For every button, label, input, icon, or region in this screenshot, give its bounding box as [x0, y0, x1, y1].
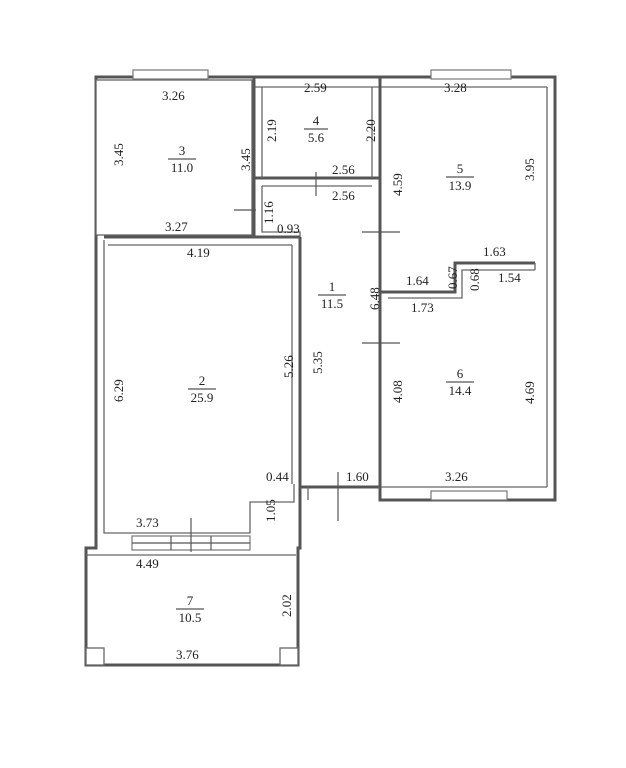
dim-label: 2.56	[332, 162, 355, 177]
dim-label: 1.16	[261, 201, 276, 224]
dim-label: 3.26	[162, 88, 185, 103]
room-area: 10.5	[179, 610, 202, 625]
dim-label: 1.05	[263, 499, 278, 522]
dim-label: 6.29	[111, 379, 126, 402]
window-room5	[430, 69, 512, 80]
dim-label: 3.45	[111, 143, 126, 166]
room-number: 5	[457, 161, 464, 176]
dim-label: 5.35	[310, 351, 325, 374]
dim-label: 2.56	[332, 188, 355, 203]
dim-label: 1.54	[498, 270, 521, 285]
dim-label: 2.02	[279, 594, 294, 617]
balcony-pier-right	[279, 647, 299, 666]
dim-label: 3.73	[136, 515, 159, 530]
window-room3	[132, 69, 209, 80]
dim-label: 0.68	[467, 268, 482, 291]
room-number: 1	[329, 279, 336, 294]
dim-label: 3.26	[445, 469, 468, 484]
room-number: 3	[179, 143, 186, 158]
dim-label: 6.48	[367, 287, 382, 310]
window-room6	[430, 490, 508, 501]
dim-label: 3.45	[238, 148, 253, 171]
dim-label: 2.20	[363, 119, 378, 142]
dim-label: 3.27	[165, 219, 188, 234]
dim-label: 4.49	[136, 556, 159, 571]
dim-label: 1.63	[483, 244, 506, 259]
dim-label: 1.64	[406, 273, 429, 288]
interior-walls	[95, 78, 536, 487]
dim-label: 4.69	[522, 381, 537, 404]
room-number: 6	[457, 366, 464, 381]
dim-label: 4.59	[390, 173, 405, 196]
room-number: 4	[313, 113, 320, 128]
dim-label: 4.19	[187, 245, 210, 260]
dim-label: 2.59	[304, 80, 327, 95]
dim-label: 0.44	[266, 469, 289, 484]
room-number: 2	[199, 373, 206, 388]
room-labels: 3 11.0 4 5.6 5 13.9 1 11.5 2 25.9 6 14.4…	[168, 113, 474, 625]
room-area: 25.9	[191, 390, 214, 405]
dim-label: 1.60	[346, 469, 369, 484]
room-number: 7	[187, 593, 194, 608]
room-area: 11.0	[171, 160, 193, 175]
dim-label: 3.95	[522, 158, 537, 181]
balcony-pier-left	[85, 647, 105, 666]
dim-label: 5.26	[281, 355, 296, 378]
dim-label: 0.93	[277, 221, 300, 236]
dim-label: 1.73	[411, 300, 434, 315]
dim-label: 2.19	[264, 119, 279, 142]
room-area: 11.5	[321, 296, 343, 311]
dimension-labels: 3.26 3.27 2.59 2.56 2.56 0.93 3.28 4.19 …	[111, 80, 537, 662]
windows	[85, 69, 512, 666]
dim-label: 4.08	[390, 380, 405, 403]
room-area: 5.6	[308, 130, 325, 145]
door-marks	[190, 172, 400, 552]
dim-label: 3.28	[444, 80, 467, 95]
room-area: 13.9	[449, 178, 472, 193]
dim-label: 0.67	[445, 266, 460, 289]
room-area: 14.4	[449, 383, 472, 398]
dim-label: 3.76	[176, 647, 199, 662]
